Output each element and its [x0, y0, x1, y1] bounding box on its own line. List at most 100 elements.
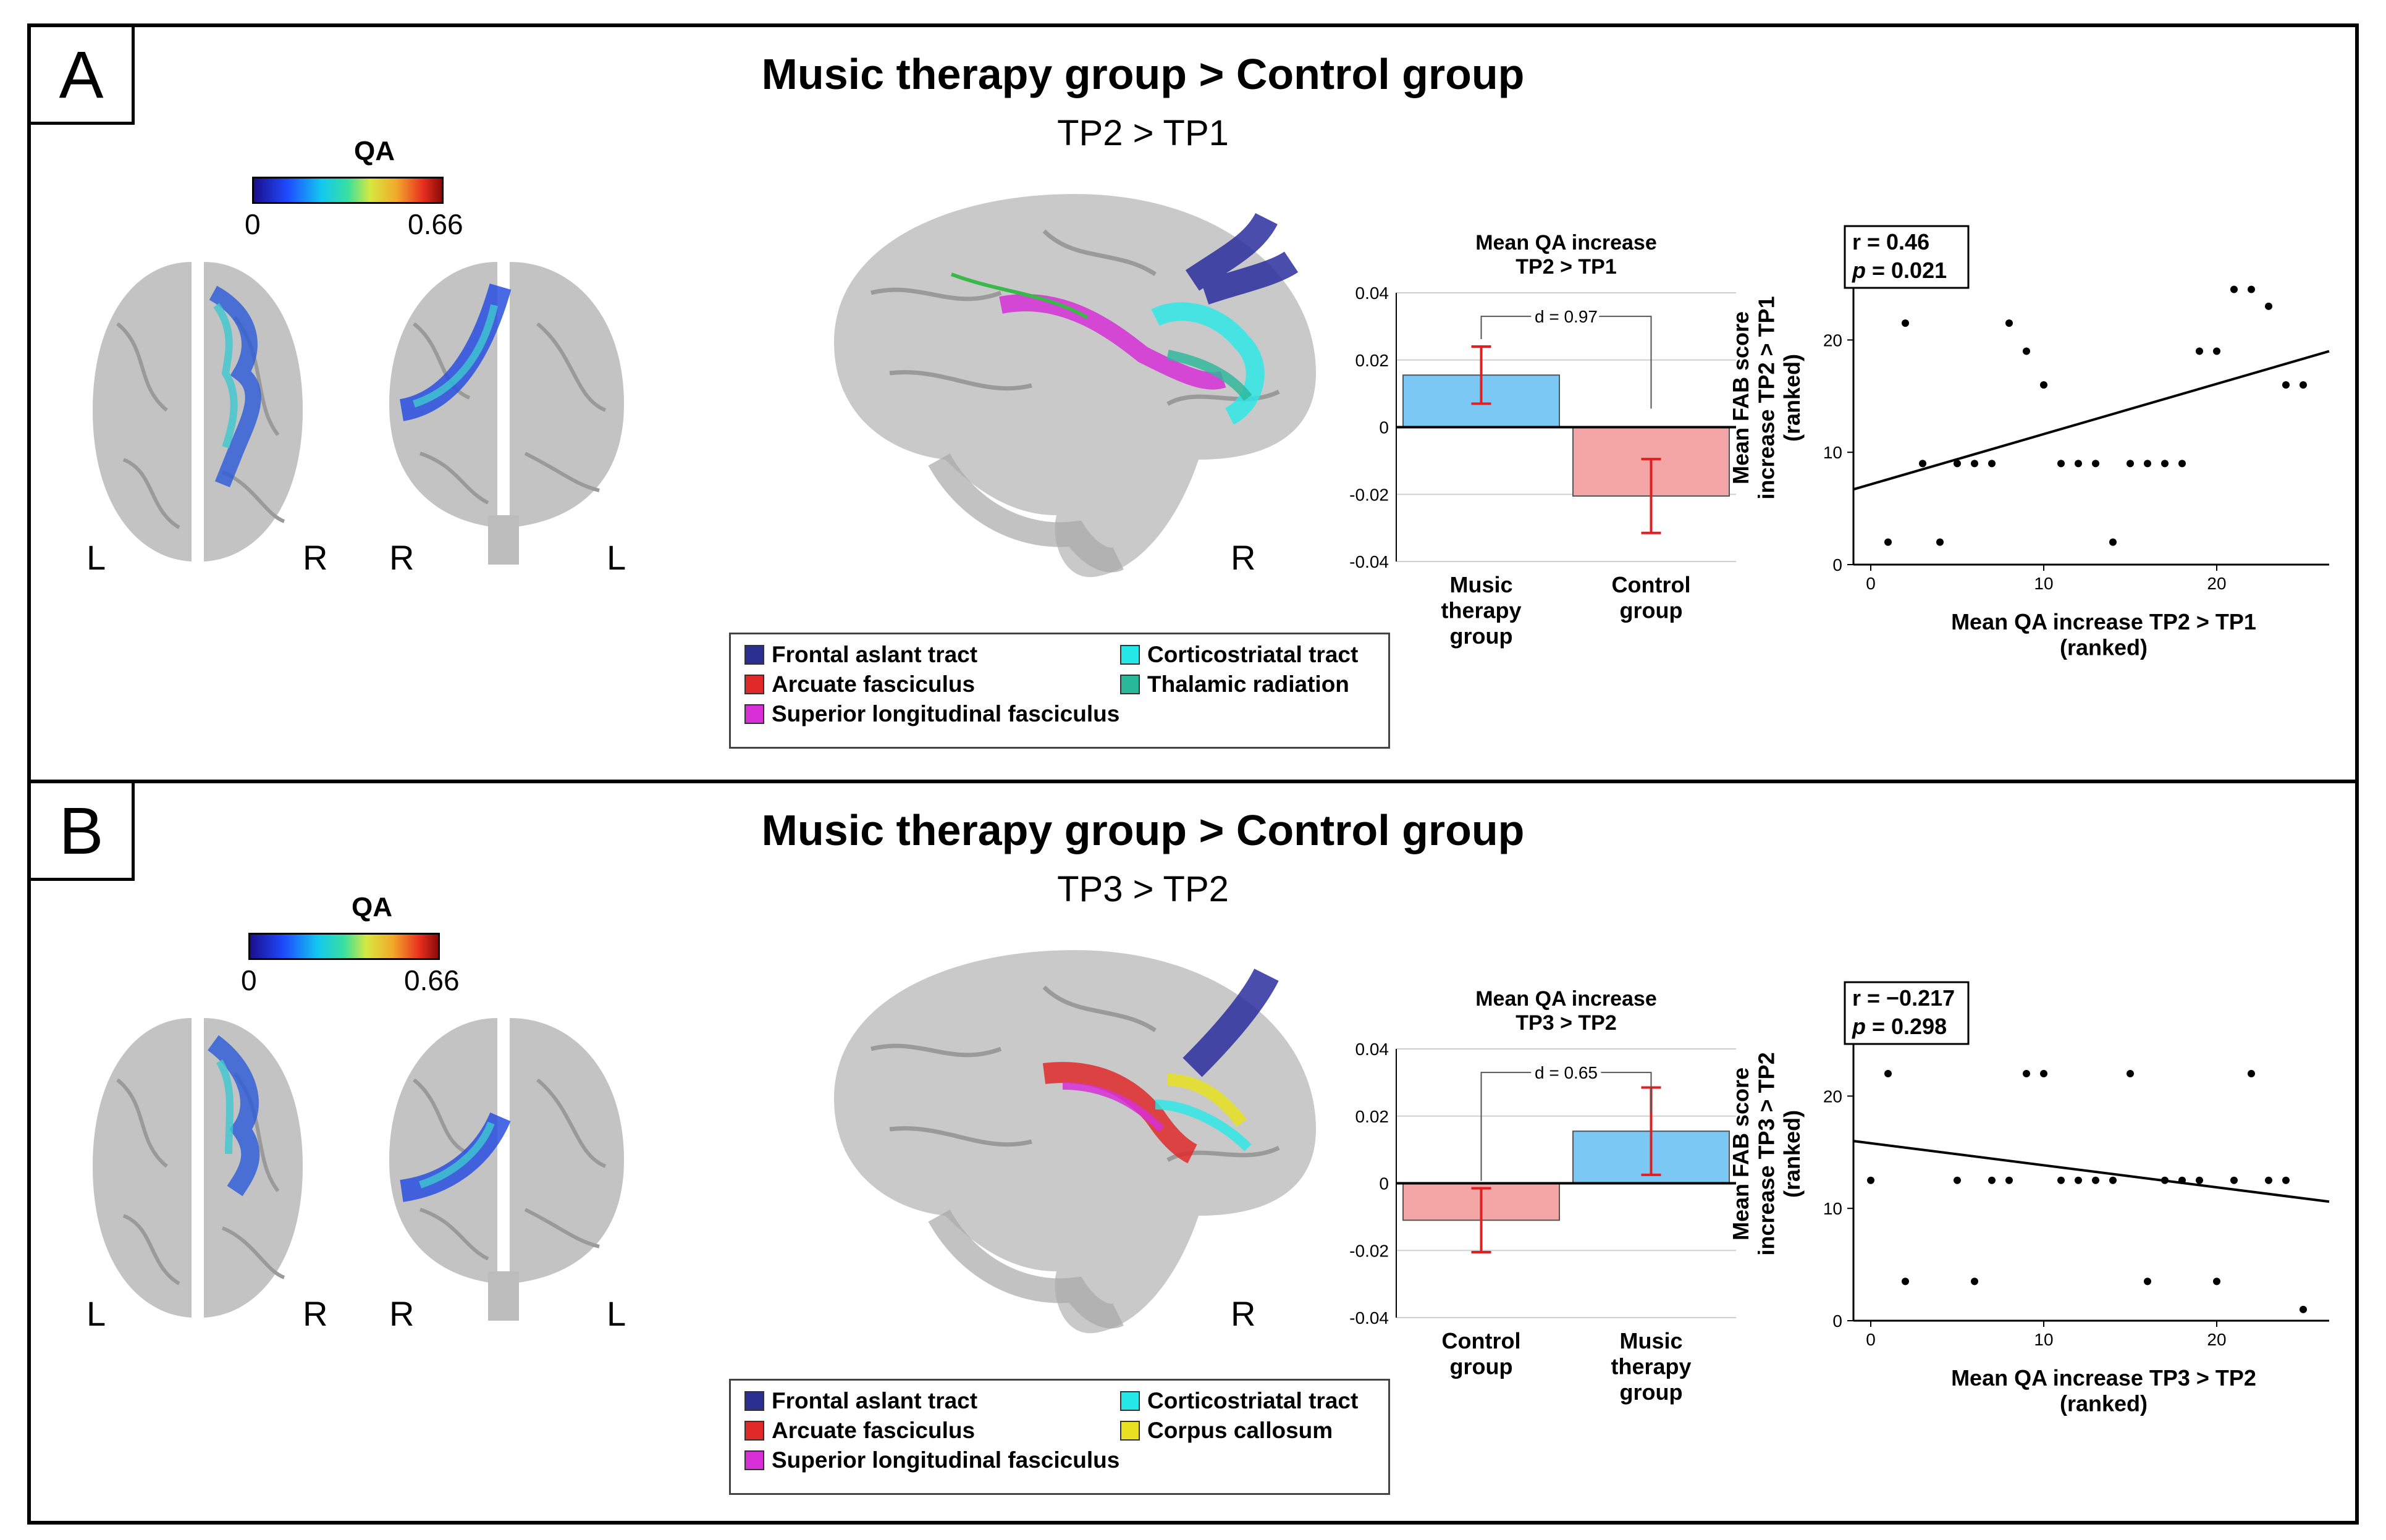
side-label-coronal-left: R: [389, 1294, 415, 1333]
y-tick-label: -0.04: [1349, 552, 1389, 571]
data-point: [1954, 1176, 1961, 1184]
data-point: [1919, 460, 1926, 468]
data-point: [2161, 460, 2169, 468]
legend-swatch: [744, 1391, 764, 1411]
y-tick-label: -0.02: [1349, 1241, 1389, 1260]
legend-label: Superior longitudinal fasciculus: [772, 701, 1120, 726]
data-point: [1936, 538, 1944, 546]
data-point: [1954, 460, 1961, 468]
panel-letter: A: [31, 27, 135, 125]
panel-a: A Music therapy group > Control group TP…: [27, 23, 2359, 783]
legend-label: Frontal aslant tract: [772, 1388, 978, 1413]
correlation-r-label: r = 0.46: [1852, 229, 1929, 255]
regression-line: [1853, 350, 2330, 491]
y-tick-label: 0: [1379, 418, 1389, 437]
panel-b: B Music therapy group > Control group TP…: [27, 780, 2359, 1525]
data-point: [1902, 319, 1909, 327]
data-point: [2057, 1176, 2065, 1184]
data-point: [2109, 1176, 2117, 1184]
y-axis-title: Mean FAB scoreincrease TP3 > TP2(ranked): [1728, 1052, 1805, 1255]
data-point: [2282, 1176, 2290, 1184]
coronal-brain-image: [389, 1018, 624, 1321]
regression-line: [1853, 1140, 2330, 1203]
y-tick-label: 10: [1823, 1199, 1842, 1218]
data-point: [1988, 460, 1996, 468]
legend-swatch: [1120, 675, 1140, 694]
data-point: [1884, 538, 1892, 546]
axial-brain-image: [93, 1018, 303, 1318]
legend-label: Frontal aslant tract: [772, 642, 978, 667]
legend-item: Thalamic radiation: [1120, 671, 1349, 697]
legend-label: Arcuate fasciculus: [772, 671, 976, 697]
y-tick-label: 20: [1823, 1087, 1842, 1106]
data-point: [2196, 1176, 2203, 1184]
data-point: [2144, 1277, 2151, 1285]
side-label-axial-left: L: [86, 1294, 106, 1333]
y-tick-label: 0: [1379, 1174, 1389, 1193]
data-point: [2023, 1070, 2030, 1077]
side-label-coronal-right: L: [607, 1294, 626, 1333]
data-point: [1867, 1176, 1874, 1184]
data-point: [2248, 285, 2255, 293]
x-tick-label: 0: [1866, 574, 1876, 593]
p-value-label: p = 0.021: [1852, 258, 1947, 283]
y-tick-label: -0.02: [1349, 485, 1389, 504]
side-label-coronal-right: L: [607, 538, 626, 577]
colorbar-max: 0.66: [408, 208, 463, 240]
colorbar-min: 0: [241, 964, 257, 996]
legend-label: Corpus callosum: [1147, 1418, 1333, 1443]
legend-swatch: [1120, 1421, 1140, 1441]
legend-swatch: [744, 675, 764, 694]
colorbar-max: 0.66: [404, 964, 460, 996]
data-point: [1971, 1277, 1978, 1285]
x-tick-label: 20: [2207, 574, 2226, 593]
data-point: [2178, 460, 2186, 468]
y-tick-label: 0.02: [1355, 351, 1389, 370]
y-axis-title: Mean FAB scoreincrease TP2 > TP1(ranked): [1728, 296, 1805, 499]
colorbar-min: 0: [245, 208, 261, 240]
data-point: [2075, 1176, 2082, 1184]
legend-item: Frontal aslant tract: [744, 1388, 977, 1414]
legend-item: Corticostriatal tract: [1120, 642, 1358, 668]
x-tick-label: 10: [2034, 1330, 2053, 1349]
legend-item: Corpus callosum: [1120, 1418, 1333, 1444]
side-label-axial-right: R: [303, 538, 328, 577]
data-point: [2161, 1176, 2169, 1184]
panel-letter: B: [31, 783, 135, 881]
colorbar-label: QA: [352, 892, 392, 922]
legend-item: Superior longitudinal fasciculus: [744, 701, 1119, 727]
x-tick-label: 0: [1866, 1330, 1876, 1349]
data-point: [2057, 460, 2065, 468]
panel-title: Music therapy group > Control group: [761, 50, 1525, 98]
panel-title: Music therapy group > Control group: [761, 806, 1525, 854]
data-point: [2005, 1176, 2013, 1184]
colorbar: [248, 933, 440, 960]
y-tick-label: -0.04: [1349, 1308, 1389, 1328]
stats-box: [1844, 981, 1970, 1045]
effect-size-label: d = 0.65: [1535, 1063, 1598, 1082]
y-tick-label: 0: [1832, 1311, 1842, 1331]
data-point: [2265, 1176, 2272, 1184]
legend-swatch: [744, 645, 764, 665]
panel-subtitle: TP3 > TP2: [1057, 869, 1229, 909]
data-point: [2230, 285, 2238, 293]
data-point: [2213, 1277, 2220, 1285]
y-tick-label: 20: [1823, 330, 1842, 350]
data-point: [2196, 347, 2203, 355]
data-point: [2040, 381, 2047, 389]
data-point: [2092, 1176, 2099, 1184]
data-point: [2144, 460, 2151, 468]
correlation-r-label: r = −0.217: [1852, 985, 1955, 1011]
side-label-axial-left: L: [86, 538, 106, 577]
legend-swatch: [744, 1450, 764, 1470]
data-point: [2265, 302, 2272, 310]
data-point: [2248, 1070, 2255, 1077]
data-point: [2005, 319, 2013, 327]
data-point: [1988, 1176, 1996, 1184]
effect-size-label: d = 0.97: [1535, 307, 1598, 326]
